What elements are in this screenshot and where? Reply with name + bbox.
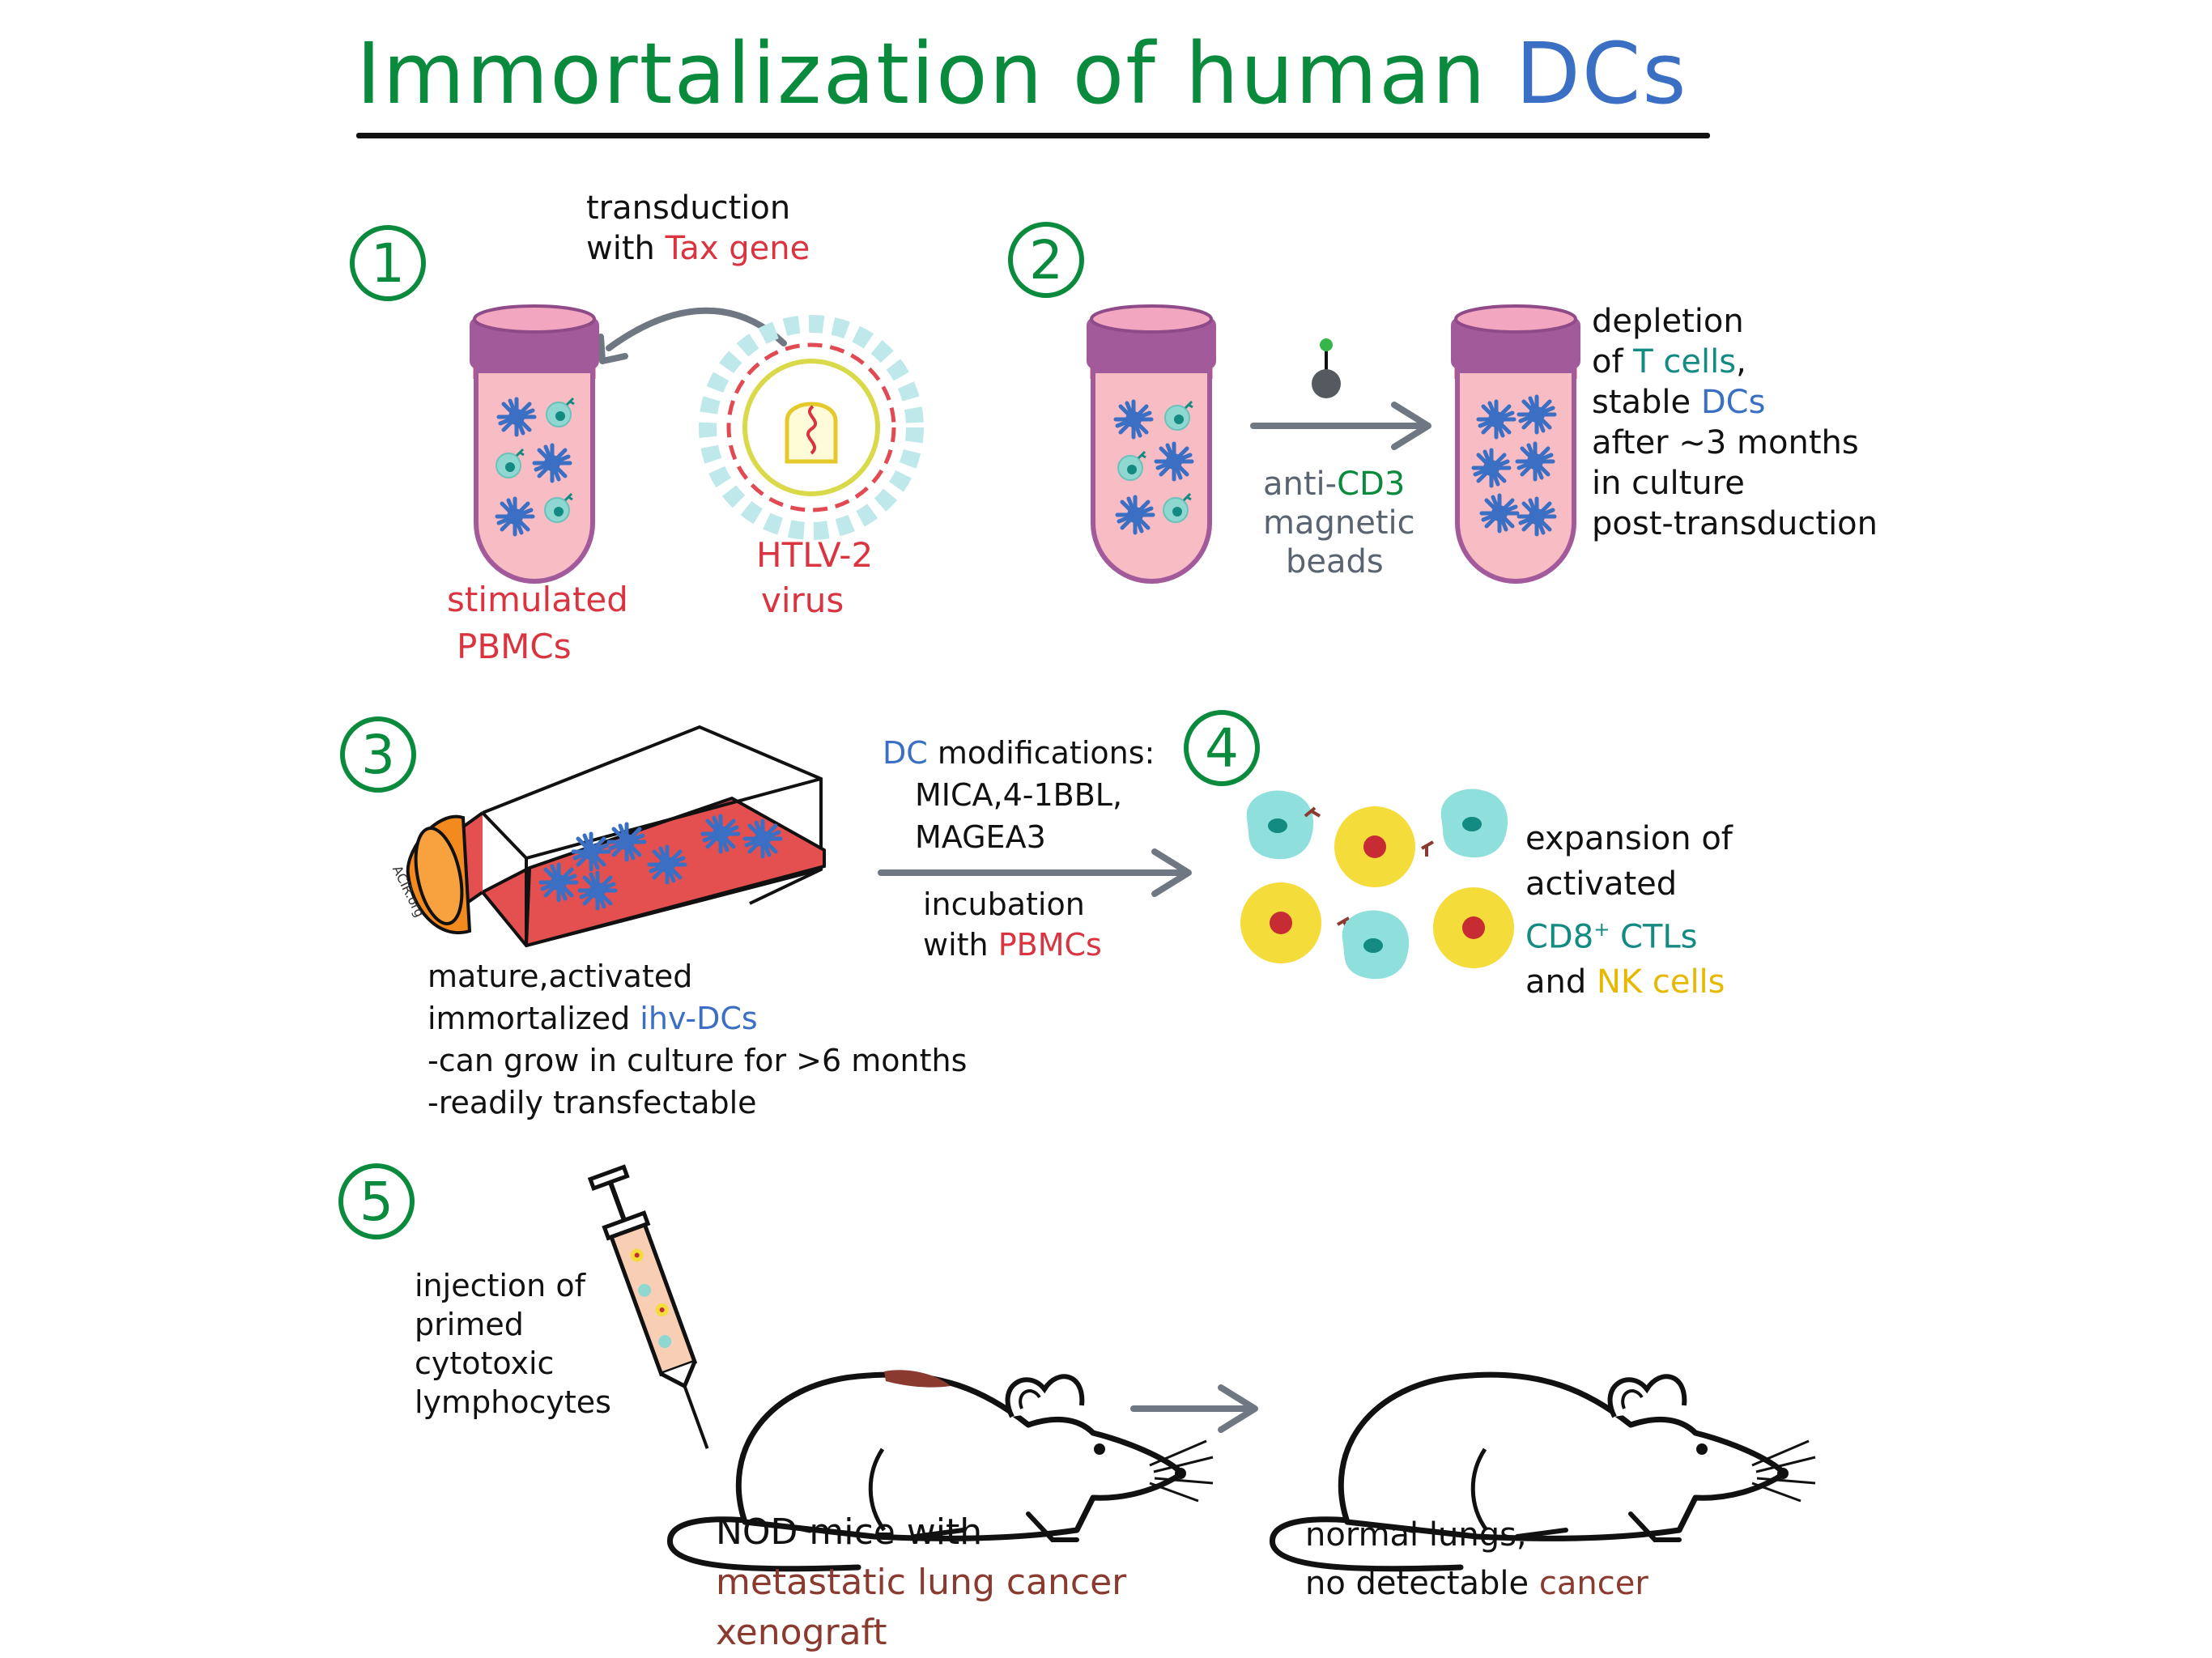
title-underline	[356, 133, 1710, 138]
page-title: Immortalization of human DCs	[356, 24, 1688, 123]
tube-after-depletion	[1451, 306, 1580, 581]
step-2-badge: 2	[1008, 222, 1084, 298]
htlv-2-virus	[699, 315, 924, 540]
virus-label: HTLV-2 virus	[756, 535, 874, 620]
beads-label: anti-CD3 magnetic beads	[1263, 466, 1415, 580]
mouse-with-cancer	[670, 1370, 1213, 1569]
transduction-line-2: with Tax gene	[586, 230, 810, 267]
transduction-line-1: transduction	[586, 189, 791, 227]
incubation-label: incubation with PBMCs	[923, 886, 1102, 963]
ihv-dc-description: mature,activated immortalized ihv-DCs -c…	[428, 959, 968, 1120]
step-1-badge: 1	[350, 225, 426, 301]
syringe	[587, 1164, 709, 1449]
normal-lungs-label: normal lungs, no detectable cancer	[1305, 1516, 1648, 1602]
tube-before-depletion	[1087, 306, 1216, 581]
pbmc-label: stimulated PBMCs	[447, 580, 628, 666]
title-accent: DCs	[1515, 24, 1688, 123]
step-5-badge: 5	[338, 1163, 415, 1239]
transduction-label: transduction with Tax gene	[586, 188, 810, 269]
expansion-description: expansion of activated CD8+ CTLs and NK …	[1525, 820, 1733, 1001]
nod-mice-label: NOD mice with metastatic lung cancer xen…	[716, 1511, 1127, 1653]
tax-gene-label: Tax gene	[665, 230, 810, 267]
step-4-badge: 4	[1184, 710, 1260, 786]
injection-label: injection of primed cytotoxic lymphocyte…	[415, 1268, 611, 1420]
dc-modifications-label: DC modifications: MICA,4-1BBL, MAGEA3	[883, 735, 1155, 855]
tube-stimulated-pbmcs	[470, 306, 599, 581]
depletion-description: depletion of T cells, stable DCs after ~…	[1592, 303, 1878, 542]
title-main: Immortalization of human	[356, 24, 1516, 123]
culture-flask	[406, 725, 826, 948]
step-3-badge: 3	[340, 716, 416, 793]
